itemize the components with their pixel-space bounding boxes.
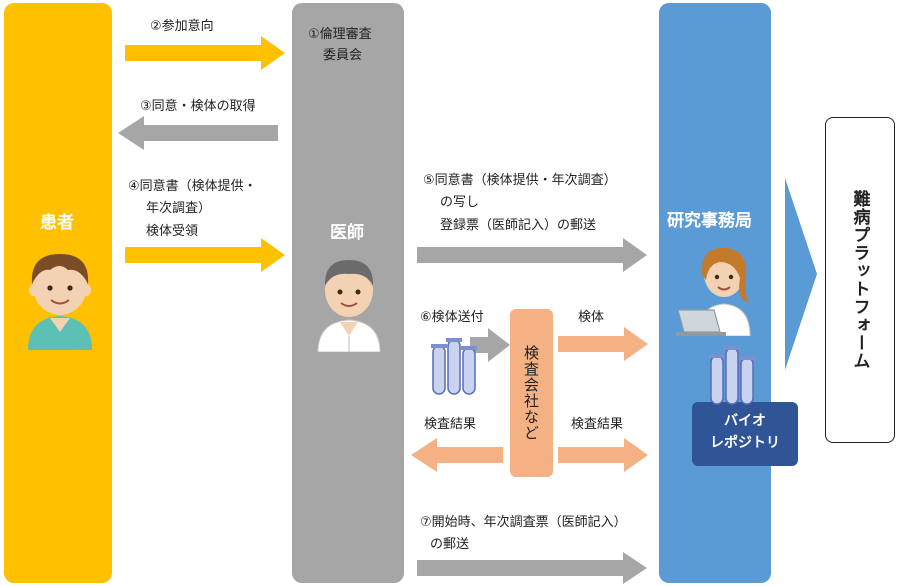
lab-box: 検査会社など: [510, 309, 553, 477]
result-label-right: 検査結果: [571, 417, 624, 432]
platform-box: 難病プラットフォーム: [825, 117, 895, 443]
step4-label-line2: 年次調査）: [146, 201, 212, 216]
step2-label: ②参加意向: [150, 19, 214, 34]
repository-test-tube-icon: [709, 346, 755, 405]
step4-label-line1: ④同意書（検体提供・: [128, 179, 257, 194]
step5-arrow: [417, 238, 647, 272]
step3-arrow: [118, 116, 278, 150]
step5-label-line1: ⑤同意書（検体提供・年次調査）: [423, 173, 617, 188]
result-arrow-left: [411, 438, 503, 472]
step7-label-line1: ⑦開始時、年次調査票（医師記入）: [420, 515, 627, 530]
step1-label-line1: ①倫理審査: [308, 27, 372, 42]
research-office-title: 研究事務局: [667, 211, 752, 231]
specimen-label: 検体: [578, 310, 605, 325]
result-arrow-right: [558, 438, 648, 472]
researcher-avatar-icon: [676, 247, 751, 336]
patient-title: 患者: [40, 213, 74, 233]
doctor-avatar-icon: [317, 260, 381, 352]
step1-label-line2: 委員会: [323, 48, 363, 63]
step7-label-line2: の郵送: [430, 537, 470, 552]
biorepository-line1: バイオ: [724, 413, 766, 429]
step4-label-line3: 検体受領: [146, 224, 199, 239]
step5-label-line3: 登録票（医師記入）の郵送: [440, 218, 597, 233]
specimen-arrow: [558, 327, 648, 361]
step7-arrow: [417, 552, 647, 584]
lab-label: 検査会社など: [522, 345, 540, 441]
step6-label: ⑥検体送付: [420, 310, 484, 325]
platform-label: 難病プラットフォーム: [849, 190, 870, 370]
result-label-left: 検査結果: [424, 417, 477, 432]
step5-label-line2: の写し: [440, 195, 480, 210]
platform-arrow: [785, 178, 817, 370]
step6-arrow: [470, 328, 510, 362]
step4-arrow: [125, 238, 285, 272]
biorepository-line2: レポジトリ: [710, 435, 780, 451]
step2-arrow: [125, 36, 285, 70]
test-tube-icon: [431, 338, 477, 395]
doctor-title: 医師: [330, 223, 364, 243]
step3-label: ③同意・検体の取得: [140, 99, 256, 114]
patient-avatar-icon: [28, 254, 92, 350]
biorepository-box: バイオ レポジトリ: [692, 402, 798, 466]
